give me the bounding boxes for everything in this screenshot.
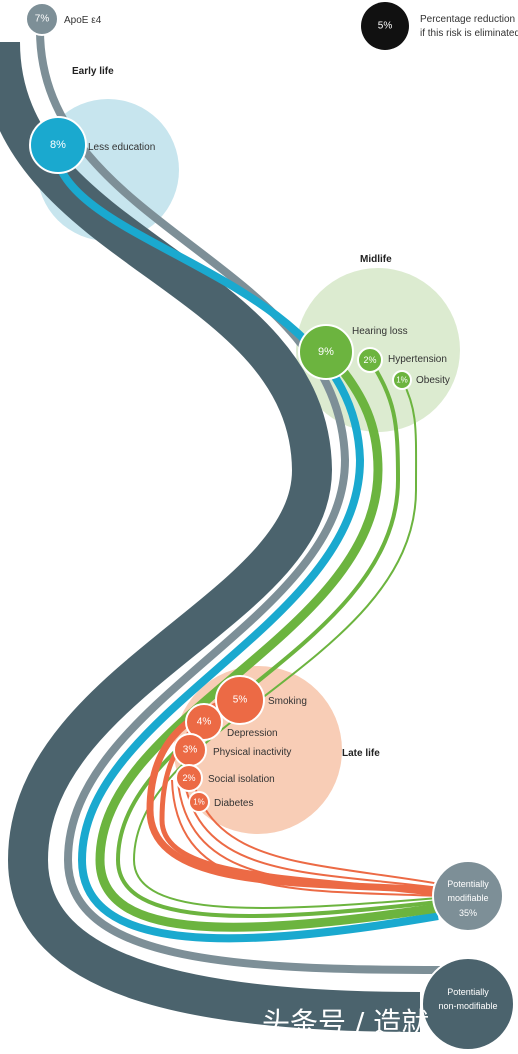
outcome-modifiable-marker	[432, 860, 504, 932]
education-band	[51, 144, 439, 943]
legend-text-line1: Percentage reduction	[420, 14, 515, 25]
risk-diabetes-value: 1%	[193, 798, 205, 807]
risk-hypertension: 2% Hypertension	[357, 347, 447, 373]
stage-midlife: Midlife	[360, 254, 392, 265]
risk-apoe-marker	[25, 2, 59, 36]
risk-diabetes-label: Diabetes	[214, 798, 253, 809]
risk-hearing: 9% Hearing loss	[298, 324, 408, 380]
outcome-nonmodifiable-marker	[421, 957, 515, 1051]
risk-isolation-label: Social isolation	[208, 774, 275, 785]
depression-band	[159, 720, 439, 897]
outcome-modifiable-value: 35%	[459, 908, 477, 918]
risk-education-marker	[29, 116, 87, 174]
risk-inactivity: 3% Physical inactivity	[173, 733, 291, 767]
risk-depression-marker	[185, 703, 223, 741]
risk-hearing-value: 9%	[318, 346, 334, 358]
risk-obesity: 1% Obesity	[392, 370, 450, 390]
risk-smoking-value: 5%	[233, 695, 248, 706]
non-modifiable-band	[0, 41, 421, 1032]
risk-apoe: 7% ApoE ε4	[25, 2, 102, 36]
risk-smoking-label: Smoking	[268, 696, 307, 707]
legend-marker	[361, 2, 409, 50]
outcome-nonmodifiable-line2: non-modifiable	[438, 1001, 497, 1011]
risk-hearing-label: Hearing loss	[352, 326, 408, 337]
risk-depression: 4% Depression	[185, 703, 278, 741]
risk-depression-value: 4%	[197, 717, 212, 728]
risk-hypertension-label: Hypertension	[388, 354, 447, 365]
risk-education-label: Less education	[88, 142, 155, 153]
apoe-band	[36, 29, 441, 974]
risk-hypertension-value: 2%	[363, 355, 376, 365]
stage-late-life: Late life	[342, 748, 380, 759]
risk-depression-label: Depression	[227, 728, 278, 739]
risk-apoe-label: ApoE ε4	[64, 15, 102, 26]
risk-education: 8% Less education	[29, 116, 155, 174]
outcome-nonmodifiable: Potentially non-modifiable	[421, 957, 515, 1051]
risk-diabetes: 1% Diabetes	[188, 791, 253, 813]
legend-text-line2: if this risk is eliminated	[420, 28, 518, 39]
risk-diabetes-marker	[188, 791, 210, 813]
risk-hearing-marker	[298, 324, 354, 380]
risk-inactivity-label: Physical inactivity	[213, 747, 291, 758]
risk-smoking: 5% Smoking	[215, 675, 307, 725]
outcome-modifiable-line1: Potentially	[447, 879, 489, 889]
legend-value: 5%	[378, 21, 393, 32]
outcome-modifiable: Potentially modifiable 35%	[432, 860, 504, 932]
orange-strand	[187, 749, 441, 885]
risk-isolation-marker	[175, 764, 203, 792]
risk-education-value: 8%	[50, 139, 66, 151]
risk-obesity-marker	[392, 370, 412, 390]
risk-isolation: 2% Social isolation	[175, 764, 275, 792]
hearing-band	[95, 347, 439, 932]
risk-smoking-marker	[215, 675, 265, 725]
risk-apoe-value: 7%	[35, 14, 50, 25]
risk-obesity-label: Obesity	[416, 375, 450, 386]
stage-early-life: Early life	[72, 66, 114, 77]
legend: 5% Percentage reduction if this risk is …	[361, 2, 518, 50]
risk-isolation-value: 2%	[182, 773, 195, 783]
watermark: 头条号 / 造就	[262, 1006, 429, 1039]
risk-hypertension-marker	[357, 347, 383, 373]
outcome-modifiable-line2: modifiable	[447, 893, 488, 903]
outcome-nonmodifiable-line1: Potentially	[447, 987, 489, 997]
risk-inactivity-value: 3%	[183, 745, 198, 756]
risk-obesity-value: 1%	[396, 376, 408, 385]
